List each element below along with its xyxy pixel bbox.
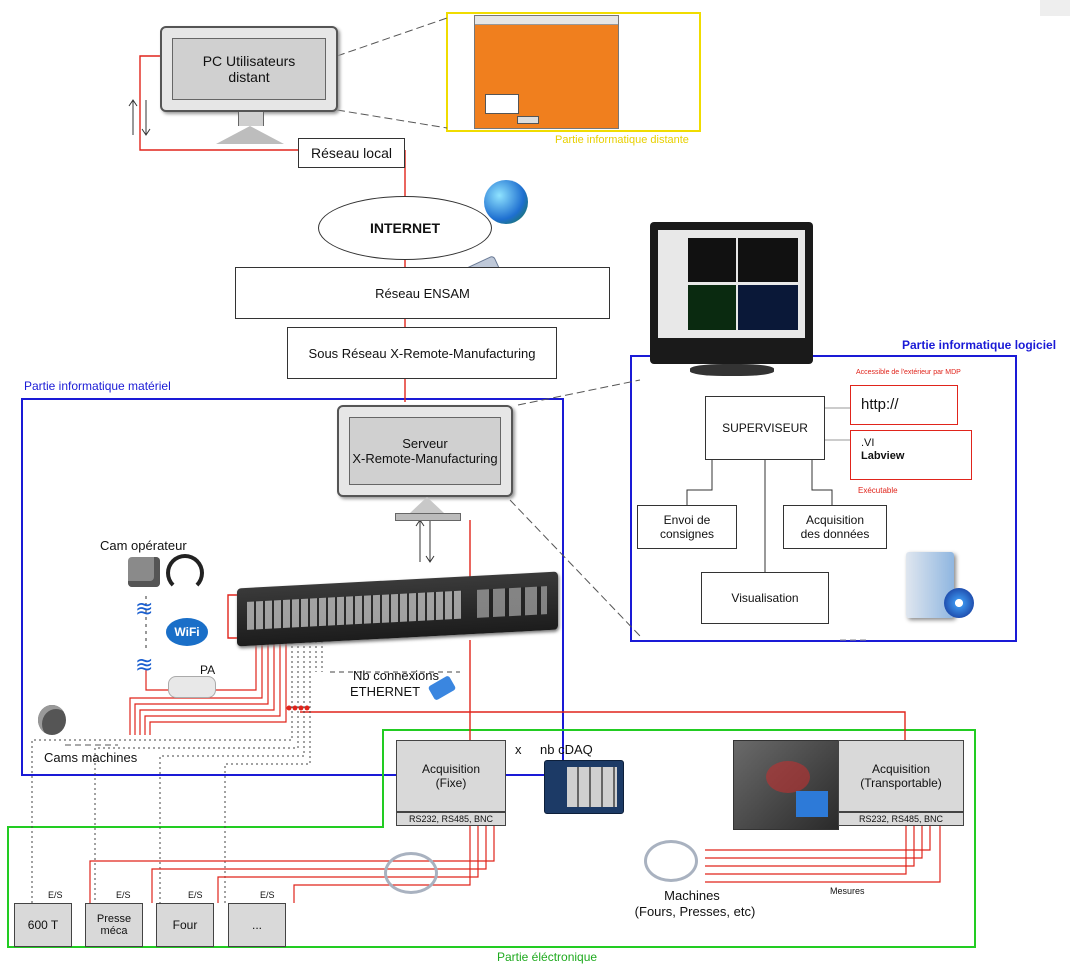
nb-connexions-label: Nb connexions xyxy=(353,668,439,683)
acquisition-transportable-box: Acquisition(Transportable) xyxy=(838,740,964,812)
reseau-ensam-box: Réseau ENSAM xyxy=(235,267,610,319)
envoi-line2: consignes xyxy=(659,527,715,541)
vi-label: .VI xyxy=(861,437,875,449)
x-label: x xyxy=(515,742,522,757)
es-label-1: E/S xyxy=(48,890,63,900)
acq-fixe-ports: RS232, RS485, BNC xyxy=(396,812,506,826)
pc-distant-monitor: PC Utilisateurs distant xyxy=(160,26,338,112)
machines-line1: Machines xyxy=(664,888,720,903)
wifi-logo-icon: WiFi xyxy=(166,618,208,646)
serial-cable-icon-2 xyxy=(644,840,698,882)
machine-600t: 600 T xyxy=(14,903,72,947)
labview-label: Labview xyxy=(861,450,905,462)
superviseur-box: SUPERVISEUR xyxy=(705,396,825,460)
http-box: http:// xyxy=(850,385,958,425)
ethernet-label: ETHERNET xyxy=(350,684,421,699)
mesures-label: Mesures xyxy=(830,886,865,896)
acq-line2: des données xyxy=(800,527,870,541)
serveur-label-line2: X-Remote-Manufacturing xyxy=(352,451,498,466)
wifi-signal-icon-2: ≋ xyxy=(135,652,154,677)
pc-distant-neck xyxy=(238,112,264,126)
remote-app-window xyxy=(474,15,619,129)
http-label: http:// xyxy=(861,396,899,413)
presse-line1: Presse xyxy=(96,913,132,925)
cams-machines-label: Cams machines xyxy=(44,750,138,765)
serial-cable-icon xyxy=(384,852,438,894)
acq-line1: Acquisition xyxy=(805,513,864,527)
frame-materiel xyxy=(21,398,564,776)
pc-distant-label-line1: PC Utilisateurs xyxy=(202,53,296,69)
reseau-local-box: Réseau local xyxy=(298,138,405,168)
frame-electronique xyxy=(7,729,976,948)
pc-distant-stand xyxy=(216,126,284,144)
acq-transp-line1: Acquisition xyxy=(871,762,931,776)
frame-logiciel xyxy=(630,355,1017,642)
envoi-line1: Envoi de xyxy=(663,513,711,527)
es-label-3: E/S xyxy=(188,890,203,900)
internet-cloud: INTERNET xyxy=(318,196,492,260)
serveur-stand xyxy=(410,497,444,513)
access-point-icon xyxy=(168,676,216,698)
acq-fixe-line1: Acquisition xyxy=(421,762,481,776)
sous-reseau-box: Sous Réseau X-Remote-Manufacturing xyxy=(287,327,557,379)
camera-icon xyxy=(128,557,160,587)
partie-info-distante-label: Partie informatique distante xyxy=(555,134,689,146)
partie-info-logiciel-label: Partie informatique logiciel xyxy=(902,338,1057,352)
wifi-signal-icon: ≋ xyxy=(135,596,154,621)
cam-operateur-label: Cam opérateur xyxy=(100,538,187,553)
corner-patch xyxy=(1040,0,1070,16)
partie-electronique-label: Partie éléctronique xyxy=(497,950,598,964)
headset-icon xyxy=(166,554,204,592)
machine-ellipsis: ... xyxy=(228,903,286,947)
serveur-screen: Serveur X-Remote-Manufacturing xyxy=(349,417,501,485)
ptz-camera-icon xyxy=(38,705,66,735)
visualisation-box: Visualisation xyxy=(701,572,829,624)
accessible-label: Accessible de l'extérieur par MDP xyxy=(856,369,961,376)
nb-cdaq-label: nb cDAQ xyxy=(540,742,593,757)
serveur-base xyxy=(395,513,461,521)
serveur-label-line1: Serveur xyxy=(402,436,448,451)
cdaq-device xyxy=(544,760,624,814)
pc-distant-screen: PC Utilisateurs distant xyxy=(172,38,326,100)
presse-line2: méca xyxy=(100,925,128,937)
acq-fixe-line2: (Fixe) xyxy=(435,776,467,790)
acq-transp-ports: RS232, RS485, BNC xyxy=(838,812,964,826)
machine-four: Four xyxy=(156,903,214,947)
machines-line2: (Fours, Presses, etc) xyxy=(634,904,756,919)
acq-transp-line2: (Transportable) xyxy=(860,776,942,790)
labview-monitor-stand xyxy=(690,364,774,376)
pa-label: PA xyxy=(200,663,216,677)
portable-acquisition-photo xyxy=(733,740,839,830)
pc-distant-label-line2: distant xyxy=(228,69,270,85)
partie-info-materiel-label: Partie informatique matériel xyxy=(24,379,171,393)
cd-icon xyxy=(944,588,974,618)
executable-label: Exécutable xyxy=(858,486,898,495)
es-label-4: E/S xyxy=(260,890,275,900)
serveur-monitor: Serveur X-Remote-Manufacturing xyxy=(337,405,513,497)
frame-distante xyxy=(446,12,701,132)
acquisition-fixe-box: Acquisition(Fixe) xyxy=(396,740,506,812)
labview-monitor xyxy=(650,222,813,364)
globe-icon xyxy=(484,180,528,224)
vi-labview-box: .VI Labview xyxy=(850,430,972,480)
es-label-2: E/S xyxy=(116,890,131,900)
